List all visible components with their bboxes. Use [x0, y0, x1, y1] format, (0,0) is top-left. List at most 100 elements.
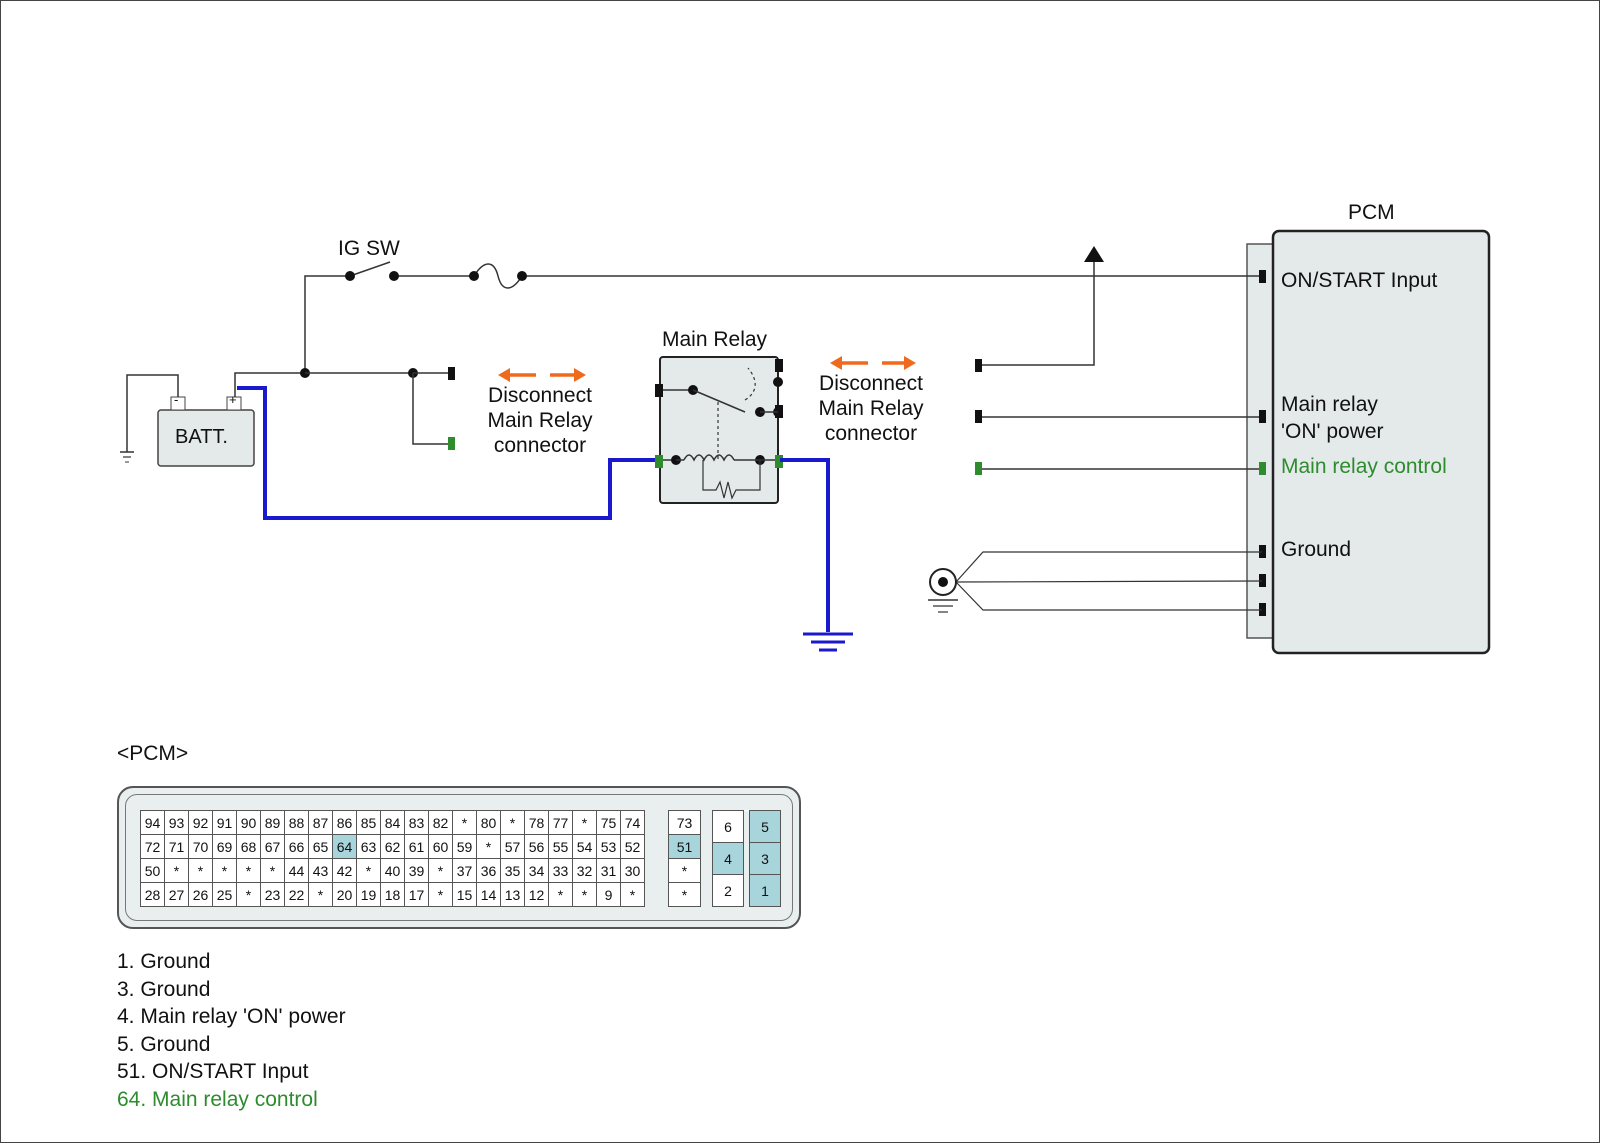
connector-pin-cell: 37 [452, 858, 477, 883]
ig-switch-label: IG SW [338, 237, 400, 260]
connector-pin-cell: * [236, 858, 261, 883]
connector-pin-cell: * [548, 882, 573, 907]
pin-legend-item: 1. Ground [117, 950, 211, 973]
connector-pin-cell: 80 [476, 810, 501, 835]
batt-to-relay-coil-wire [237, 386, 658, 520]
connector-pin-cell: * [308, 882, 333, 907]
connector-pin-cell: 14 [476, 882, 501, 907]
connector-pin-cell: 17 [404, 882, 429, 907]
connector-pin-cell: 87 [308, 810, 333, 835]
connector-pin-cell: 62 [380, 834, 405, 859]
connector-pin-cell: 65 [308, 834, 333, 859]
connector-pin-cell: 43 [308, 858, 333, 883]
connector-pin-cell: 26 [188, 882, 213, 907]
connector-pin-cell: * [476, 834, 501, 859]
connector-pin-cell: 4 [712, 842, 744, 875]
connector-pin-cell: * [236, 882, 261, 907]
connector-pin-cell: 50 [140, 858, 165, 883]
disconnect-right-line-2: Main Relay [818, 397, 924, 420]
connector-pin-cell: 67 [260, 834, 285, 859]
connector-pin-cell: 89 [260, 810, 285, 835]
connector-pin-cell: 12 [524, 882, 549, 907]
connector-pin-cell: 31 [596, 858, 621, 883]
connector-pin-cell: 91 [212, 810, 237, 835]
pcm-connector-housing [1246, 243, 1274, 639]
battery-pos-terminal [226, 396, 242, 411]
connector-pin-cell: 40 [380, 858, 405, 883]
pcm-pin-ground: Ground [1281, 538, 1352, 561]
pcm-module-box [1271, 229, 1491, 655]
disconnect-right-line-1: Disconnect [819, 372, 923, 395]
connector-pin-cell: 36 [476, 858, 501, 883]
connector-pin-cell: * [428, 858, 453, 883]
ig-switch-blade [349, 261, 391, 277]
connector-pin-cell: 51 [668, 834, 701, 859]
connector-pin-cell: 66 [284, 834, 309, 859]
main-relay-output-wire [978, 260, 1095, 366]
connector-pin-cell: 22 [284, 882, 309, 907]
battery-ground-wire [126, 374, 179, 452]
connector-pin-cell: 92 [188, 810, 213, 835]
connector-pin-cell: 82 [428, 810, 453, 835]
connector-pin-cell: 70 [188, 834, 213, 859]
arrow-up-icon [1084, 246, 1104, 262]
battery-label: BATT. [175, 426, 228, 448]
connector-pin-cell: 1 [749, 874, 781, 907]
connector-pin-cell: 15 [452, 882, 477, 907]
connector-title: <PCM> [117, 742, 189, 765]
connector-pin-cell: 56 [524, 834, 549, 859]
pin-legend-item: 64. Main relay control [117, 1087, 318, 1111]
connector-pin-cell: 52 [620, 834, 645, 859]
connector-pin-cell: 44 [284, 858, 309, 883]
connector-pin-cell: * [620, 882, 645, 907]
main-relay-label: Main Relay [662, 328, 768, 351]
connector-pin-cell: 71 [164, 834, 189, 859]
relay-to-ground-wire [780, 458, 830, 632]
disconnect-label-right: Disconnect Main Relay connector [801, 371, 941, 446]
connector-pin-cell: 9 [596, 882, 621, 907]
connector-pin-cell: 35 [500, 858, 525, 883]
connector-pin-cell: 54 [572, 834, 597, 859]
connector-pin-cell: * [260, 858, 285, 883]
connector-pin-cell: * [500, 810, 525, 835]
connector-pin-cell: 69 [212, 834, 237, 859]
connector-pin-cell: * [452, 810, 477, 835]
connector-pin-cell: 2 [712, 874, 744, 907]
connector-pin-cell: 30 [620, 858, 645, 883]
connector-pin-cell: * [668, 882, 701, 907]
connector-pin-cell: 93 [164, 810, 189, 835]
connector-pin-cell: 73 [668, 810, 701, 835]
connector-pin-cell: 19 [356, 882, 381, 907]
disconnect-left-line-2: Main Relay [487, 409, 593, 432]
fuse-symbol [473, 263, 523, 289]
disconnect-arrow-right-icon [830, 356, 916, 370]
connector-pin-cell: 90 [236, 810, 261, 835]
connector-pin-cell: 34 [524, 858, 549, 883]
disconnect-label-left: Disconnect Main Relay connector [470, 383, 610, 458]
connector-pin-cell: * [188, 858, 213, 883]
pin-legend-item: 4. Main relay 'ON' power [117, 1005, 346, 1029]
connector-pin-cell: 57 [500, 834, 525, 859]
connector-pin-cell: 59 [452, 834, 477, 859]
relay-resistor-symbol [702, 460, 761, 500]
pcm-pin-main-relay-on-1: Main relay [1281, 393, 1378, 416]
connector-pin-cell: 6 [712, 810, 744, 843]
connector-pin-cell: 75 [596, 810, 621, 835]
ig-feed-wire [304, 275, 350, 373]
connector-pin-cell: 32 [572, 858, 597, 883]
connector-pin-cell: 27 [164, 882, 189, 907]
connector-pin-cell: 33 [548, 858, 573, 883]
connector-pin-cell: 72 [140, 834, 165, 859]
connector-pin-cell: * [428, 882, 453, 907]
connector-pin-cell: 3 [749, 842, 781, 875]
connector-pin-cell: 77 [548, 810, 573, 835]
pcm-ground-wire-1 [955, 551, 1262, 583]
connector-pin-cell: 63 [356, 834, 381, 859]
connector-pin-cell: 42 [332, 858, 357, 883]
connector-pin-cell: 5 [749, 810, 781, 843]
connector-pin-cell: * [668, 858, 701, 883]
connector-pin-cell: 55 [548, 834, 573, 859]
